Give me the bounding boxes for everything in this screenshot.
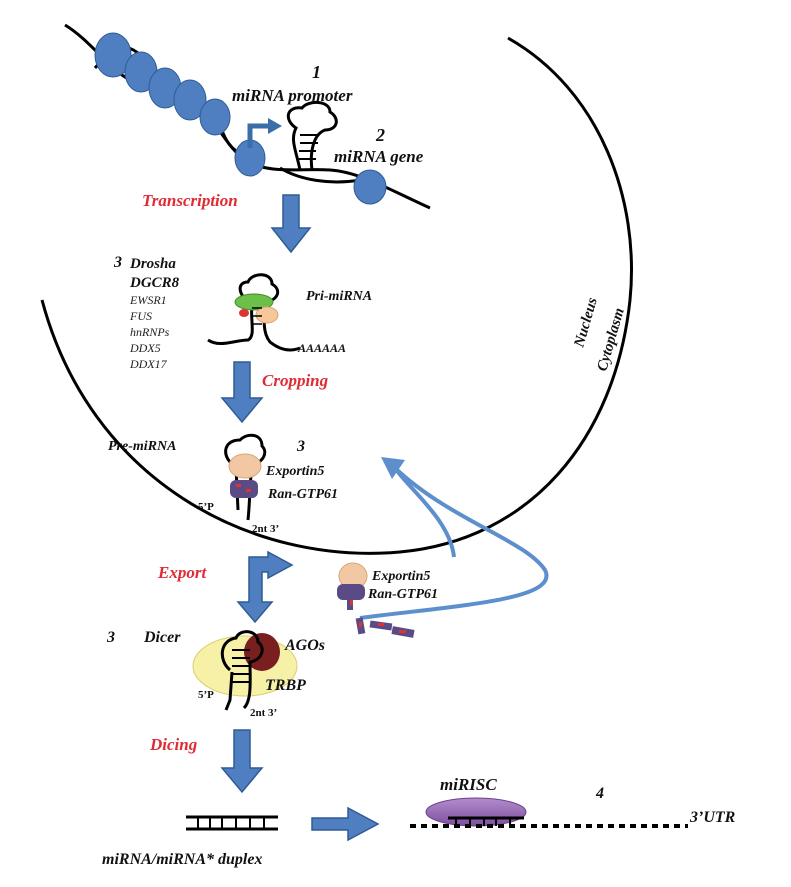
pre-mirna-structure bbox=[224, 433, 267, 521]
ran-gtp-protein-cyto bbox=[337, 584, 365, 600]
export-label: Export bbox=[157, 563, 207, 582]
cofactor-hnrnps: hnRNPs bbox=[130, 325, 170, 339]
dicer-complex bbox=[192, 630, 298, 711]
promoter-arrow bbox=[247, 118, 282, 148]
cofactor-ewsr1: EWSR1 bbox=[129, 293, 167, 307]
five-prime-label-2: 5’P bbox=[198, 689, 214, 701]
poly-a-label: AAAAAA bbox=[297, 341, 346, 355]
exportin5-label-cyto: Exportin5 bbox=[371, 569, 430, 584]
exportin5-label-nuclear: Exportin5 bbox=[265, 464, 324, 479]
risc-loading-arrow bbox=[311, 806, 380, 842]
dgcr8-protein bbox=[255, 306, 279, 324]
released-fragments bbox=[355, 617, 415, 638]
agos-label: AGOs bbox=[284, 637, 325, 654]
recycle-arrow bbox=[359, 457, 549, 620]
step3c-number: 3 bbox=[106, 629, 115, 646]
dgcr8-label: DGCR8 bbox=[129, 275, 180, 291]
nucleosome bbox=[94, 32, 132, 78]
mirna-promoter-label: miRNA promoter bbox=[232, 86, 353, 105]
step3a-number: 3 bbox=[113, 254, 122, 271]
ran-gtp-label-nuclear: Ran-GTP61 bbox=[267, 487, 338, 502]
cofactor-marker bbox=[239, 309, 249, 317]
step2-number: 2 bbox=[375, 125, 385, 145]
duplex-structure bbox=[186, 815, 278, 831]
step4-number: 4 bbox=[595, 785, 604, 802]
drosha-protein bbox=[234, 293, 274, 311]
ran-gtp-label-cyto: Ran-GTP61 bbox=[367, 587, 438, 602]
step3b-number: 3 bbox=[296, 438, 305, 455]
transcription-arrow bbox=[270, 194, 312, 254]
exportin-complex-cyto bbox=[337, 562, 368, 610]
nucleosome bbox=[173, 79, 207, 121]
cofactor-ddx5: DDX5 bbox=[129, 341, 161, 355]
cofactor-fus: FUS bbox=[129, 309, 152, 323]
dicing-label: Dicing bbox=[149, 735, 198, 754]
chromatin bbox=[64, 23, 431, 210]
dicing-arrow bbox=[220, 729, 264, 794]
nucleus-label: Nucleus bbox=[571, 296, 601, 350]
pri-mirna-label: Pri-miRNA bbox=[306, 289, 372, 304]
cropping-arrow bbox=[220, 361, 264, 424]
nucleosome bbox=[199, 98, 231, 136]
export-arrow bbox=[236, 550, 294, 624]
five-prime-label-1: 5’P bbox=[198, 501, 214, 513]
mirna-gene-label: miRNA gene bbox=[334, 147, 424, 166]
cropping-label: Cropping bbox=[262, 371, 329, 390]
two-nt-label-1: 2nt 3’ bbox=[252, 523, 279, 535]
gene-hairpin bbox=[286, 101, 338, 171]
cofactor-ddx17: DDX17 bbox=[129, 357, 168, 371]
drosha-label: Drosha bbox=[129, 256, 176, 272]
step1-number: 1 bbox=[312, 62, 321, 82]
utr-label: 3’UTR bbox=[689, 809, 736, 826]
nuclear-membrane bbox=[40, 36, 633, 555]
mirisc-complex bbox=[425, 797, 527, 827]
pre-mirna-label: Pre-miRNA bbox=[108, 439, 176, 454]
trbp-label: TRBP bbox=[265, 677, 306, 694]
two-nt-label-2: 2nt 3’ bbox=[250, 707, 277, 719]
duplex-label: miRNA/miRNA* duplex bbox=[102, 851, 262, 868]
ran-gtp-protein-nuclear bbox=[230, 480, 258, 498]
pri-mirna-structure bbox=[207, 273, 301, 352]
mirisc-label: miRISC bbox=[440, 775, 497, 794]
exportin5-protein-nuclear bbox=[228, 453, 262, 479]
nucleosome bbox=[353, 169, 387, 205]
dicer-label: Dicer bbox=[143, 629, 181, 646]
transcription-label: Transcription bbox=[142, 191, 238, 210]
